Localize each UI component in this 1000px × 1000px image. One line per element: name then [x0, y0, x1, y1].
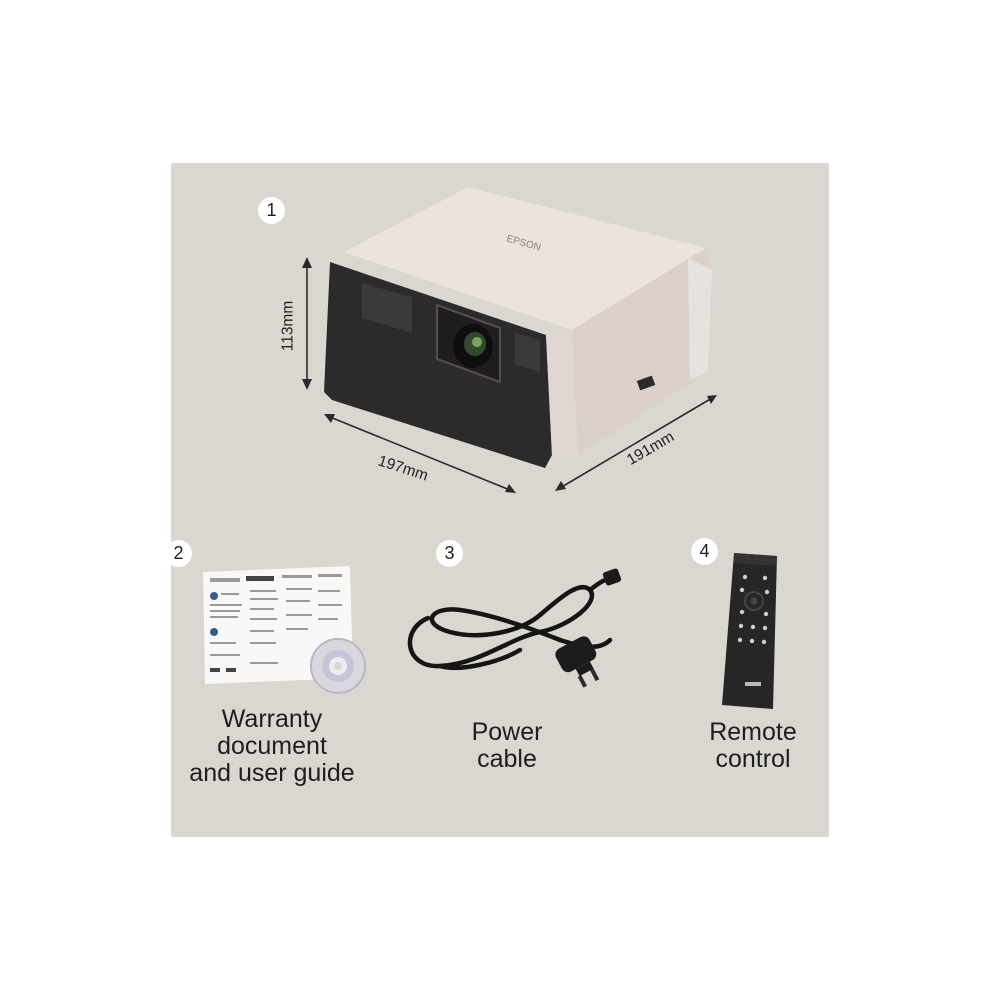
caption-line: document [217, 732, 327, 760]
power-cable-caption: Power cable [397, 719, 617, 773]
caption-line: Remote [709, 718, 797, 746]
caption-line: Power [471, 718, 543, 746]
caption-line: Warranty [221, 705, 323, 733]
item-4-number-badge: 4 [691, 538, 718, 565]
caption-line: and user guide [189, 759, 355, 787]
caption-line: control [715, 745, 791, 773]
item-1-number-badge: 1 [258, 197, 285, 224]
caption-line: cable [477, 745, 537, 773]
warranty-document-caption: Warranty document and user guide [162, 706, 382, 787]
item-2-number-badge: 2 [165, 540, 192, 567]
item-3-number-badge: 3 [436, 540, 463, 567]
remote-control-caption: Remote control [643, 719, 863, 773]
